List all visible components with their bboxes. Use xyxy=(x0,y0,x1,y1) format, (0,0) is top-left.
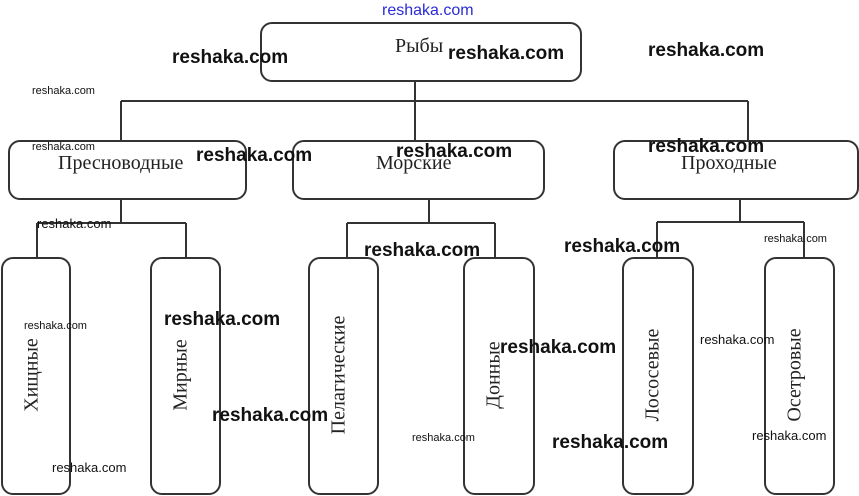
watermark-text: reshaka.com xyxy=(500,337,617,358)
category-node-migratory xyxy=(613,140,859,200)
watermark-text: reshaka.com xyxy=(396,141,513,162)
watermark-text: reshaka.com xyxy=(212,405,329,426)
watermark-text: reshaka.com xyxy=(448,43,565,64)
leaf-node-salmon xyxy=(622,257,694,495)
watermark-text: reshaka.com xyxy=(700,332,775,347)
category-label-freshwater: Пресноводные xyxy=(58,152,184,174)
leaf-node-pelagic xyxy=(308,257,379,495)
leaf-label-peaceful: Мирные xyxy=(169,339,192,411)
watermark-text: reshaka.com xyxy=(196,145,313,166)
watermark-text: reshaka.com xyxy=(24,320,87,332)
watermark-text: reshaka.com xyxy=(164,309,281,330)
leaf-node-sturgeon xyxy=(764,257,835,495)
leaf-label-sturgeon: Осетровые xyxy=(783,328,806,422)
watermark-text: reshaka.com xyxy=(648,136,765,157)
watermark-text: reshaka.com xyxy=(172,47,289,68)
category-label-marine: Морские xyxy=(376,152,452,174)
category-node-marine xyxy=(292,140,545,200)
watermark-text: reshaka.com xyxy=(764,233,827,245)
leaf-node-peaceful xyxy=(150,257,221,495)
leaf-label-predatory: Хищные xyxy=(20,338,43,412)
leaf-label-salmon: Лососевые xyxy=(641,328,664,422)
watermark-text: reshaka.com xyxy=(32,85,95,97)
leaf-label-pelagic: Пелагические xyxy=(327,315,350,435)
watermark-text: reshaka.com xyxy=(52,460,127,475)
watermark-text: reshaka.com xyxy=(382,2,474,19)
watermark-text: reshaka.com xyxy=(37,216,112,231)
watermark-text: reshaka.com xyxy=(752,428,827,443)
leaf-node-predatory xyxy=(1,257,71,495)
category-label-migratory: Проходные xyxy=(681,152,777,174)
watermark-text: reshaka.com xyxy=(364,240,481,261)
watermark-text: reshaka.com xyxy=(648,40,765,61)
category-node-freshwater xyxy=(8,140,247,200)
root-node-box xyxy=(260,22,582,82)
watermark-text: reshaka.com xyxy=(32,141,95,153)
leaf-node-bottom xyxy=(463,257,535,495)
watermark-text: reshaka.com xyxy=(412,432,475,444)
watermark-text: reshaka.com xyxy=(564,236,681,257)
root-node-label: Рыбы xyxy=(395,35,444,57)
watermark-text: reshaka.com xyxy=(552,432,669,453)
